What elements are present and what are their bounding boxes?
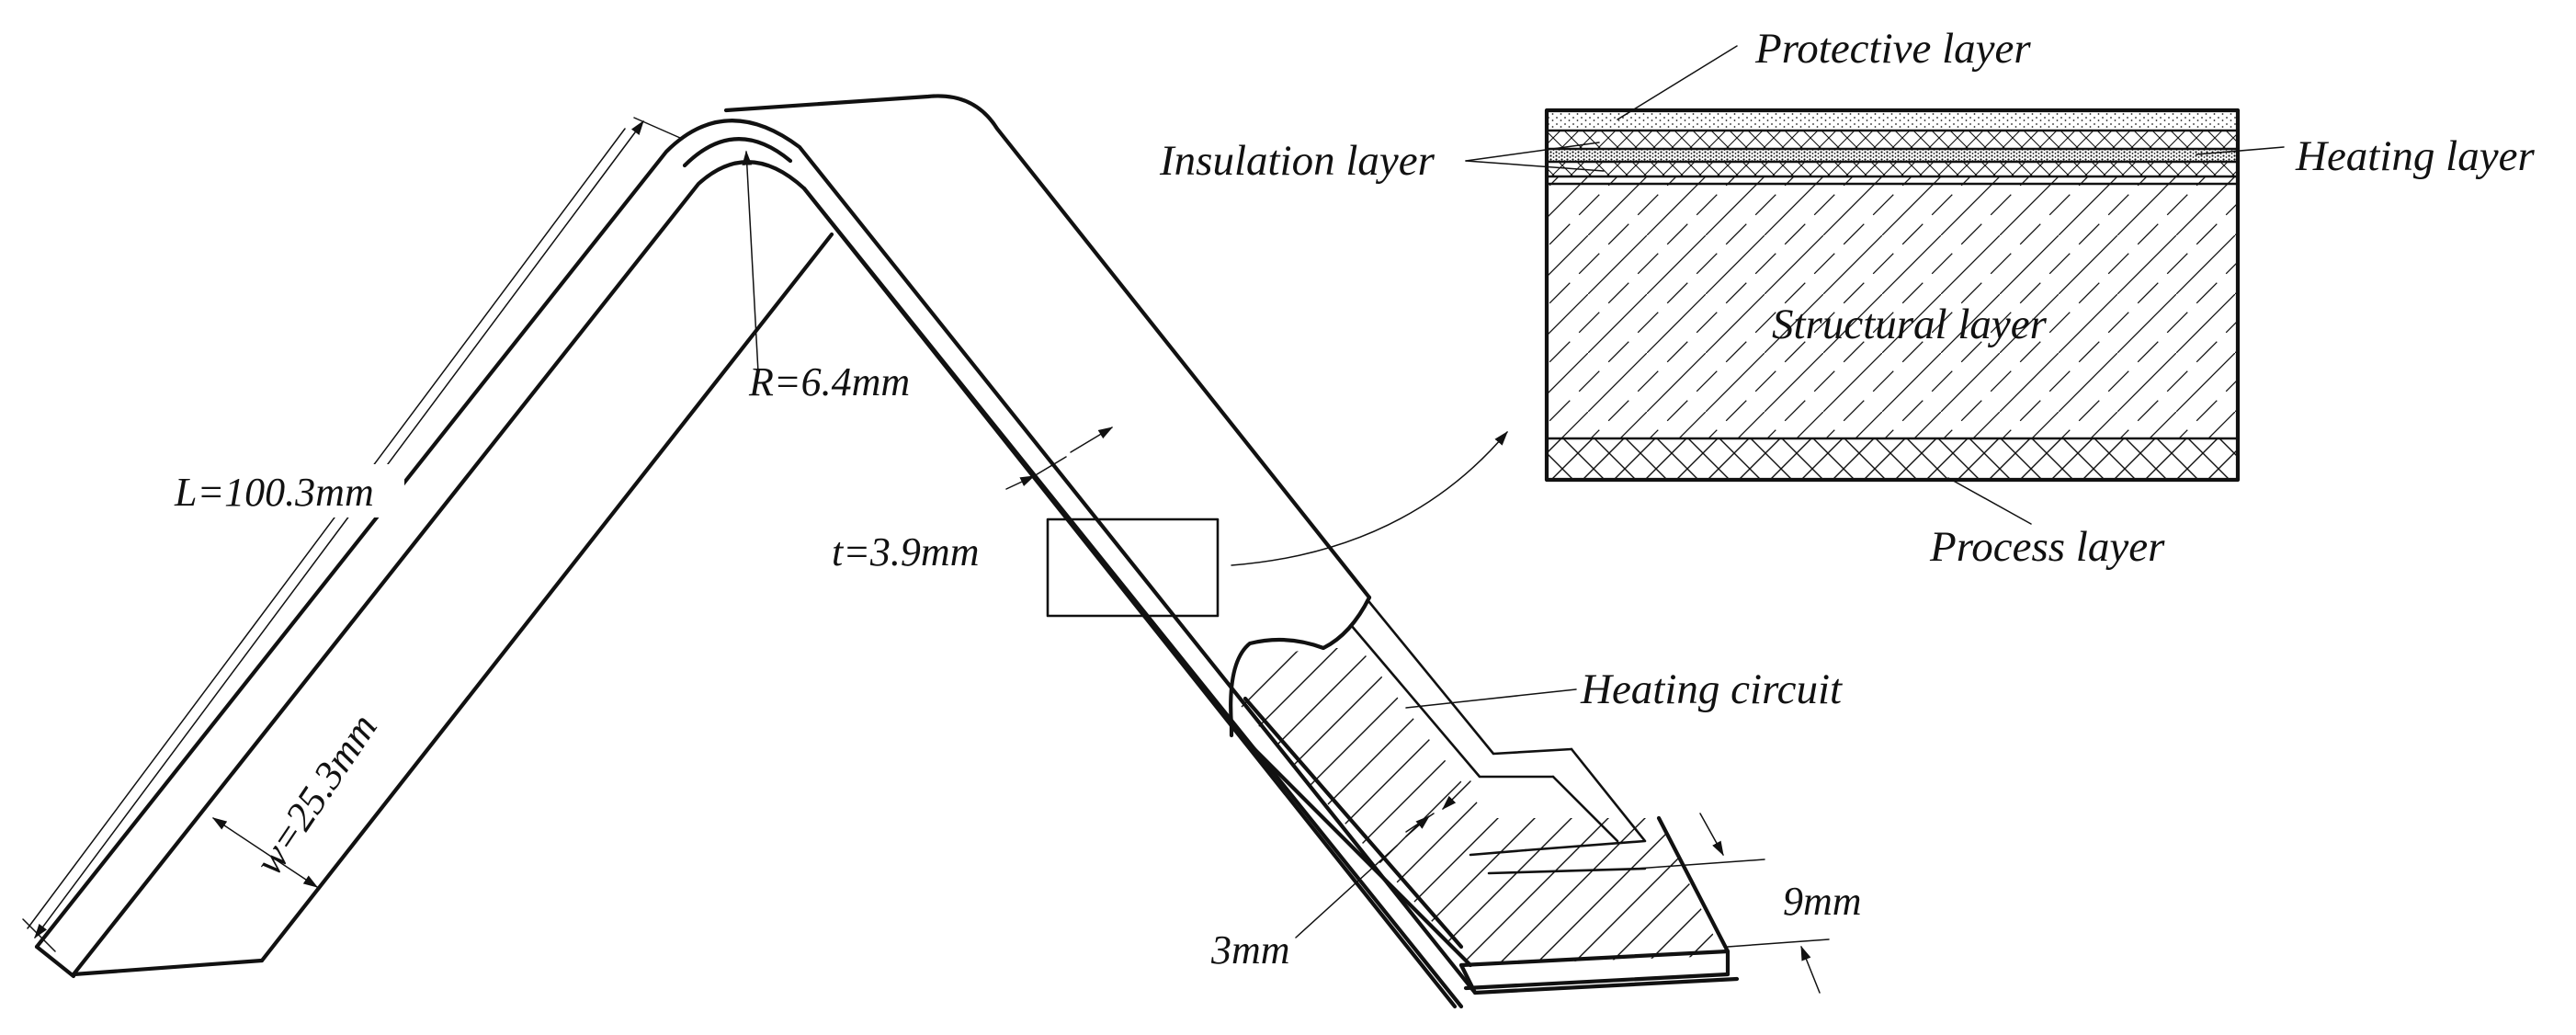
circuit-width-dimension: 9mm [1635, 813, 1862, 994]
process-layer-callout: Process layer [1929, 477, 2165, 571]
circuit-gap-label: 3mm [1210, 927, 1290, 972]
detail-box [1046, 518, 1220, 618]
radius-dimension: R=6.4mm [742, 150, 910, 404]
length-label: L=100.3mm [174, 470, 374, 515]
circuit-width-label: 9mm [1783, 879, 1862, 924]
bent-bracket [34, 94, 1478, 1009]
heating-circuit-label: Heating circuit [1580, 665, 1843, 713]
structural-layer-callout: Structural layer [1772, 301, 2048, 348]
thickness-dimension: t=3.9mm [832, 427, 1114, 574]
process-layer-label: Process layer [1929, 523, 2165, 571]
detail-leader [1231, 430, 1508, 566]
structural-layer-label: Structural layer [1772, 301, 2048, 348]
heating-layer-label: Heating layer [2295, 132, 2535, 180]
circuit-gap-dimension: 3mm [1210, 780, 1471, 972]
heating-circuit-section [1229, 600, 1740, 995]
insulation-layer-callout: Insulation layer [1159, 137, 1605, 185]
heating-circuit-callout: Heating circuit [1405, 665, 1843, 713]
layer-section-view [1544, 108, 2241, 483]
heating-layer-callout: Heating layer [2196, 132, 2535, 180]
width-dimension: w=25.3mm [211, 706, 386, 888]
radius-label: R=6.4mm [748, 359, 910, 404]
protective-layer-callout: Protective layer [1617, 25, 2031, 120]
length-dimension: L=100.3mm [22, 117, 681, 952]
insulation-layer-label: Insulation layer [1159, 137, 1436, 185]
thickness-label: t=3.9mm [832, 529, 979, 574]
protective-layer-label: Protective layer [1754, 25, 2031, 73]
